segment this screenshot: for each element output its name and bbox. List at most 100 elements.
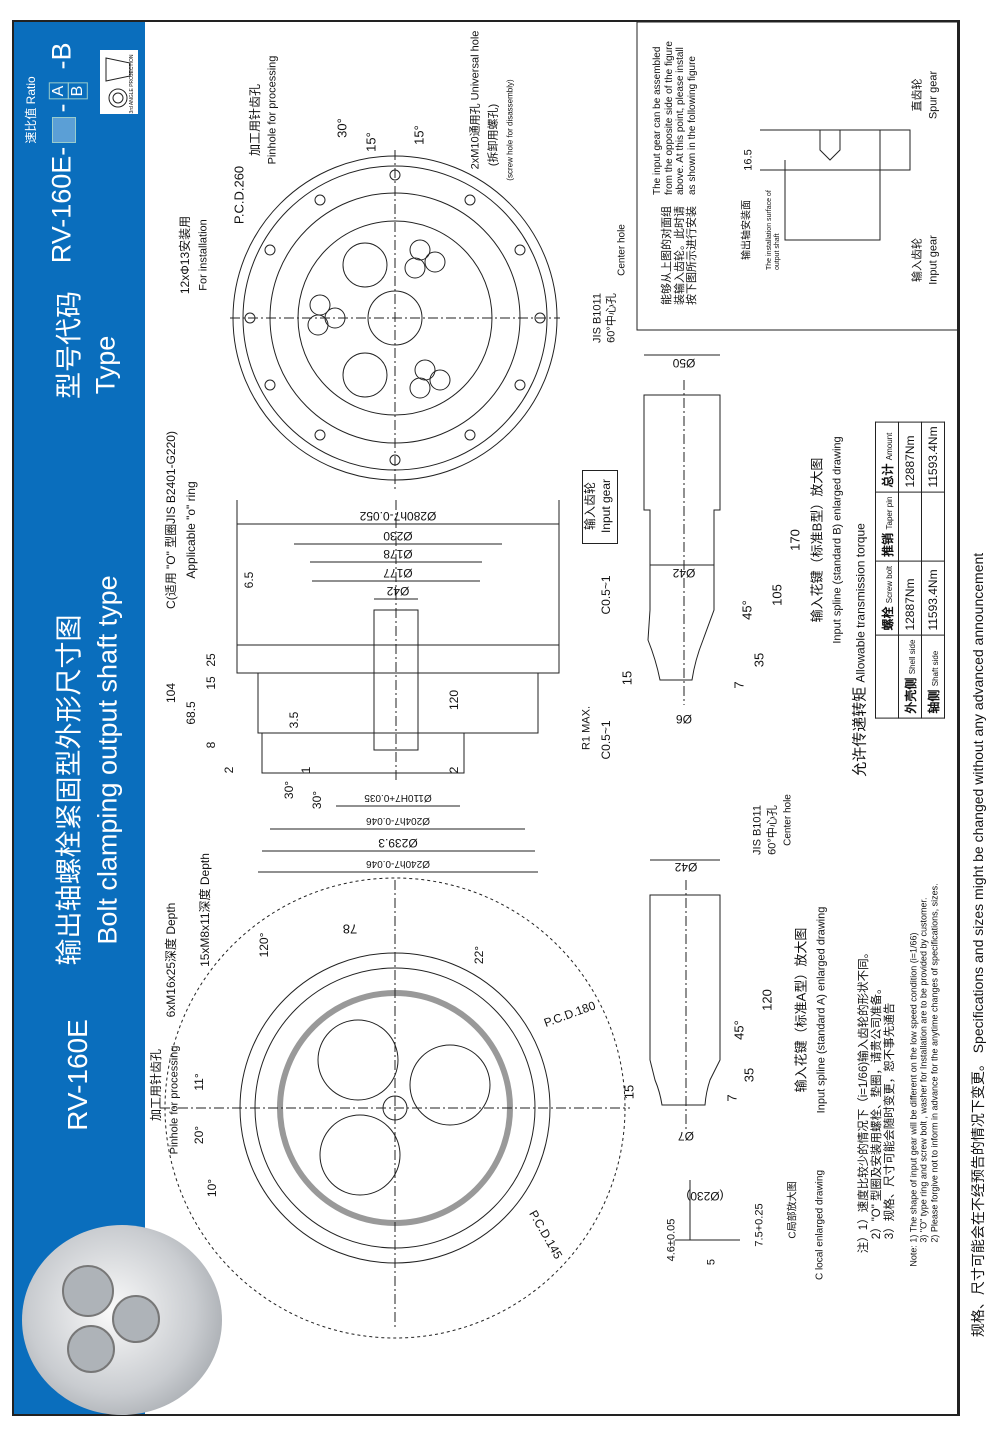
input-gear-cn: 输入齿轮 — [583, 481, 598, 531]
shaft-b-d50: Ø50 — [672, 355, 696, 370]
surface-cn: 输出轴安装面 — [741, 200, 753, 260]
note-cn-1: 注）1）速度比较少的情况下（i=1/66)输入齿轮的形状不同。 — [858, 946, 871, 1254]
dim-230: Ø230 — [383, 528, 413, 543]
shaft-b-caption-cn: 输入花键（标准B型）放大图 — [809, 457, 825, 623]
bolt-holes-label: 6xM16x25深度 Depth — [164, 902, 179, 1018]
dim-177: Ø177 — [383, 565, 413, 580]
tap-holes-label: 15xM8x11深度 Depth — [198, 853, 213, 967]
angle-11: 11° — [192, 1073, 207, 1091]
product-photo — [22, 1225, 222, 1415]
shaft-b-d6: Ø6 — [675, 711, 693, 726]
dim-280: Ø280h7-0.052 — [359, 508, 437, 523]
universal-hole-en: (screw hole for disassembly) — [505, 79, 515, 181]
dim-16-5: 16.5 — [742, 149, 755, 171]
note-cn-3: 3）规格、尺寸可能会随时变更，恕不事先通告 — [884, 1002, 897, 1240]
dim-78: 78 — [342, 921, 358, 937]
title-band — [14, 22, 145, 1414]
c-detail-caption-cn: C局部放大图 — [787, 1181, 799, 1239]
install-note-cn: 能够从上图的对面组装输入齿轮。此时请按下图所示进行安装 — [661, 206, 699, 305]
universal-hole-cn: 2xM10通用孔 Universal hole — [469, 30, 482, 170]
shaft-b-170: 170 — [787, 529, 803, 551]
angle-120: 120° — [257, 932, 272, 958]
c-detail-5: 5 — [705, 1258, 718, 1266]
install-holes-en: For installation — [197, 219, 210, 291]
dim-204: Ø204h7-0.046 — [366, 814, 430, 826]
cell-total: 12887Nm — [898, 421, 922, 493]
surface-en: The installation surface of output shaft — [765, 190, 781, 270]
input-gear-box-cn: 输入齿轮 — [911, 238, 924, 282]
shaft-b-caption-en: Input spline (standard B) enlarged drawi… — [831, 436, 844, 644]
shaft-b-jis: JIS B1011 — [591, 293, 604, 343]
torque-title-en: Allowable transmission torque — [853, 523, 868, 683]
c-detail-4-6: 4.6±0.05 — [665, 1218, 678, 1262]
dim-3-5: 3.5 — [287, 711, 302, 729]
install-holes-cn: 12xΦ13安装用 — [178, 215, 193, 295]
c-detail-d230: (Ø230) — [686, 1188, 724, 1203]
spur-gear-en: Spur gear — [927, 70, 940, 120]
c-detail-caption-en: C local enlarged drawing — [814, 1169, 826, 1281]
cell-pin — [898, 492, 922, 562]
shaft-a-15: 15 — [621, 1084, 637, 1100]
shaft-a-35: 35 — [741, 1067, 757, 1083]
header-empty — [875, 635, 899, 719]
torque-table: 螺栓 Screw bolt 推销 Taper pin 总计 Amount 外壳侧… — [875, 421, 945, 719]
table-header-row: 螺栓 Screw bolt 推销 Taper pin 总计 Amount — [875, 421, 899, 719]
shaft-b-center-cn: 60°中心孔 — [605, 293, 618, 343]
note-en-2: 3) "O" type ring and screw bolt , washer… — [918, 897, 929, 1243]
angle-15b: 15° — [411, 125, 427, 145]
dim-25: 25 — [204, 653, 219, 667]
projection-symbol: 3rd ANGLE PROJECTION — [100, 50, 138, 114]
shaft-b-45: 45° — [739, 600, 755, 620]
shaft-a-120: 120 — [759, 989, 775, 1011]
input-gear-tag — [582, 470, 618, 544]
cell-pin — [921, 492, 945, 562]
shaft-b-center-en: Center hole — [616, 224, 628, 276]
oring-en: Applicable "o" ring — [184, 481, 199, 579]
dim-120: 120 — [447, 689, 462, 711]
dim-240: Ø240h7-0.046 — [366, 857, 430, 869]
angle-30-section-a: 30° — [282, 780, 297, 800]
shaft-a-7: 7 — [724, 1094, 740, 1102]
dim-178: Ø178 — [383, 546, 413, 561]
bottom-pinhole-en: Pinhole for processing — [168, 1045, 181, 1155]
angle-22: 22° — [472, 945, 487, 965]
dim-104: 104 — [164, 682, 179, 704]
c-detail-view — [675, 1180, 740, 1241]
note-en-3: 2) Please forgive not to inform in advan… — [929, 883, 940, 1243]
dim-1: 1 — [299, 766, 314, 774]
shaft-a-d42: Ø42 — [674, 859, 698, 874]
c-detail-7-5: 7.5+0.25 — [753, 1203, 766, 1247]
bottom-pinhole-cn: 加工用针齿孔 — [149, 1048, 164, 1122]
header-amount: 总计 Amount — [875, 421, 899, 493]
shaft-a-caption-cn: 输入花键（标准A型）放大图 — [793, 927, 809, 1093]
angle-30: 30° — [334, 118, 350, 138]
angle-20: 20° — [192, 1125, 207, 1145]
notes-en: Note: 1) The shape of input gear will be… — [908, 883, 939, 1266]
footer-disclaimer: 规格、尺寸可能会在不经预告的情况下变更。 Specifications and … — [969, 552, 986, 1338]
top-flange-view — [230, 150, 560, 490]
spur-gear-cn: 直齿轮 — [911, 78, 924, 112]
shaft-b-drawing — [643, 354, 721, 705]
shaft-a-drawing — [649, 859, 721, 1130]
row-label: 外壳侧 Shell side — [898, 635, 922, 719]
torque-title-cn: 允许传递转矩 — [851, 686, 869, 777]
universal-hole-cn2: (拆卸用螺孔) — [487, 103, 500, 167]
chamfer-b: C0.5~1 — [599, 720, 614, 760]
dim-2b: 2 — [447, 766, 462, 774]
header-taper-pin: 推销 Taper pin — [875, 492, 899, 562]
cell-bolt: 12887Nm — [898, 561, 922, 636]
table-row: 外壳侧 Shell side 12887Nm 12887Nm — [898, 421, 922, 719]
oring-cn: C(适用 "O" 型圈JIS B2401-G220) — [164, 431, 179, 609]
shaft-a-caption-en: Input spline (standard A) enlarged drawi… — [815, 906, 828, 1114]
shaft-b-15: 15 — [619, 670, 635, 686]
shaft-a-jis: JIS B1011 — [751, 805, 764, 855]
dim-239-3: Ø239.3 — [378, 835, 418, 850]
chamfer-a: C0.5~1 — [599, 575, 614, 615]
note-cn-2: 2）"O" 型圈及安装用螺栓、垫圈，请贵公司准备。 — [871, 982, 884, 1240]
dim-15: 15 — [204, 676, 219, 690]
top-pinhole-cn: 加工用针齿孔 — [248, 83, 263, 157]
cell-total: 11593.4Nm — [921, 421, 945, 493]
shaft-b-35: 35 — [751, 652, 767, 668]
output-bottom-view — [160, 877, 630, 1339]
